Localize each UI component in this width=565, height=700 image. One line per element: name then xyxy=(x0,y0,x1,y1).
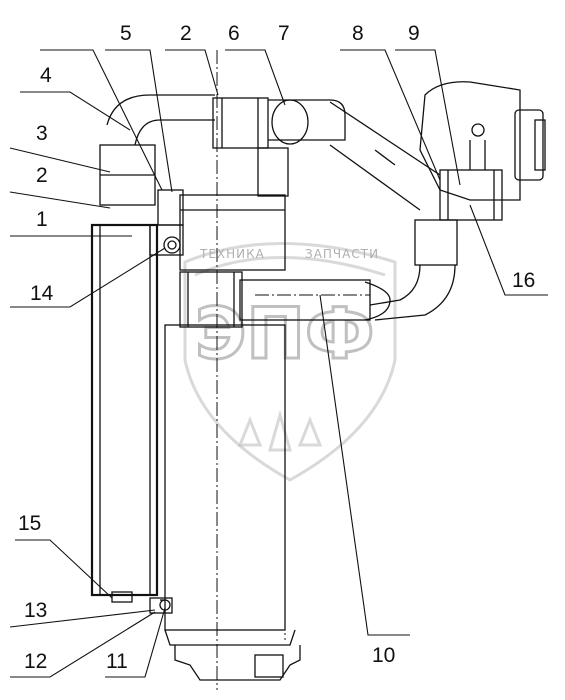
left-pipe xyxy=(90,223,173,614)
callout-2-left: 2 xyxy=(36,164,48,187)
callout-10: 10 xyxy=(372,644,395,667)
callout-16: 16 xyxy=(512,269,535,292)
callout-6: 6 xyxy=(228,22,240,45)
watermark-text-1: ТЕХНИКА xyxy=(199,247,265,261)
callout-11: 11 xyxy=(106,650,128,673)
return-pipe xyxy=(179,219,458,328)
watermark-text-2: ЗАПЧАСТИ xyxy=(305,247,379,261)
callout-7: 7 xyxy=(278,22,290,45)
clamp-bolt-lower xyxy=(159,599,171,611)
callout-13: 13 xyxy=(24,599,47,622)
callout-1: 1 xyxy=(36,208,48,231)
air-cleaner-body xyxy=(160,147,301,681)
callout-12: 12 xyxy=(24,650,47,673)
callout-labels: 1 2 2 3 4 5 6 7 8 9 10 11 12 13 14 15 16 xyxy=(18,22,535,673)
clamp-bolt-upper xyxy=(163,236,181,254)
callout-2-top: 2 xyxy=(180,22,192,45)
callout-14: 14 xyxy=(30,282,54,305)
upper-pipe xyxy=(106,94,346,149)
leader-lines xyxy=(9,49,548,678)
callout-15: 15 xyxy=(18,512,41,535)
callout-9: 9 xyxy=(408,22,420,45)
callout-8: 8 xyxy=(352,22,364,45)
turbocharger xyxy=(419,81,546,221)
callout-3: 3 xyxy=(36,122,48,145)
callout-4: 4 xyxy=(40,64,52,87)
diagonal-pipe xyxy=(329,101,441,211)
callout-5: 5 xyxy=(120,22,132,45)
left-riser xyxy=(99,144,184,256)
